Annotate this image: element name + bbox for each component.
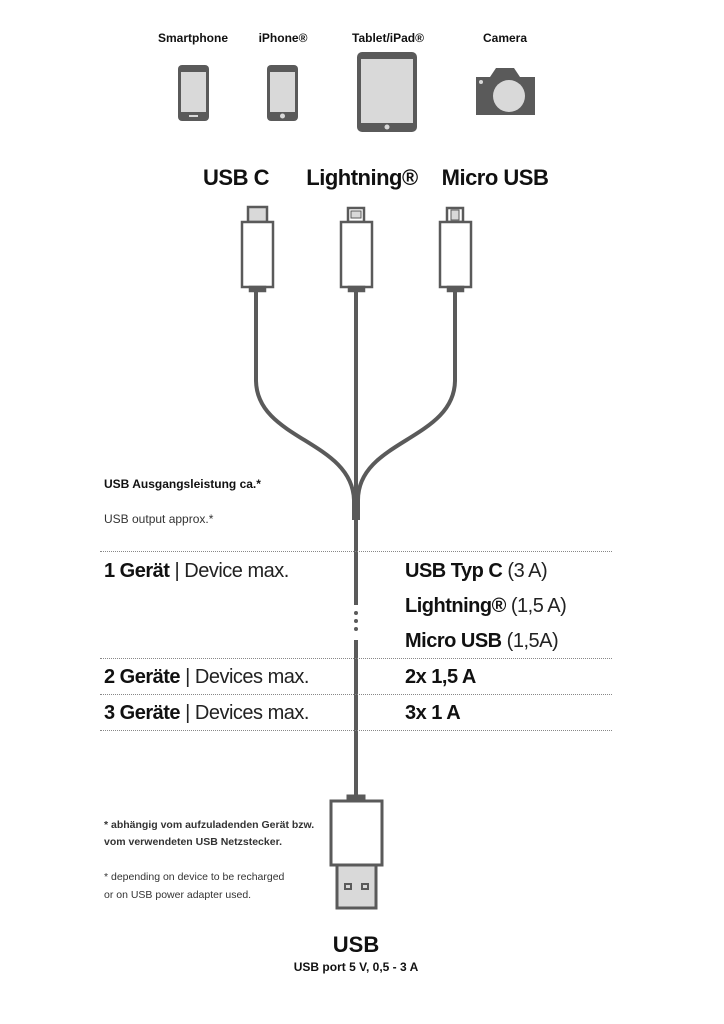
- usb-c-cable: [254, 290, 356, 520]
- usb-title: USB: [332, 932, 380, 957]
- iphone-icon: [267, 65, 298, 121]
- micro-usb-plug-icon: [438, 206, 473, 293]
- row-1-value-usb-c: USB Typ C (3 A): [405, 560, 548, 582]
- row-1-label: 1 Gerät | Device max.: [104, 560, 289, 582]
- device-label-camera: Camera: [482, 31, 528, 45]
- divider: [100, 658, 612, 659]
- footnote-de-line-1: * abhängig vom aufzuladenden Gerät bzw.: [104, 819, 315, 831]
- connector-label-micro-usb: Micro USB: [441, 165, 549, 190]
- device-label-smartphone: Smartphone: [157, 31, 229, 45]
- connector-label-lightning: Lightning®: [306, 165, 418, 190]
- row-3-label: 3 Geräte | Devices max.: [104, 702, 309, 724]
- device-label-tablet: Tablet/iPad®: [352, 31, 424, 45]
- footnote-en-line-1: * depending on device to be recharged: [104, 871, 285, 883]
- connector-label-usb-c: USB C: [203, 165, 269, 190]
- micro-usb-cable: [356, 290, 457, 520]
- footnote-en-line-2: or on USB power adapter used.: [104, 889, 252, 901]
- cables: [254, 290, 457, 800]
- output-heading-en: USB output approx.*: [104, 512, 214, 526]
- usb-a-plug-icon: [329, 794, 384, 910]
- camera-icon: [476, 68, 535, 115]
- divider: [100, 694, 612, 695]
- tablet-icon: [357, 52, 417, 132]
- cable-break-dots: [354, 611, 358, 631]
- footnote-de-line-2: vom verwendeten USB Netzstecker.: [104, 836, 282, 848]
- usb-c-plug-icon: [240, 205, 275, 293]
- lightning-plug-icon: [339, 206, 374, 293]
- row-1-value-micro-usb: Micro USB (1,5A): [405, 630, 559, 652]
- usb-spec: USB port 5 V, 0,5 - 3 A: [293, 960, 419, 974]
- divider: [100, 551, 612, 552]
- output-heading-de: USB Ausgangsleistung ca.*: [104, 477, 261, 491]
- device-label-iphone: iPhone®: [258, 31, 308, 45]
- row-3-value: 3x 1 A: [405, 702, 461, 724]
- divider: [100, 730, 612, 731]
- smartphone-icon: [178, 65, 209, 121]
- row-2-label: 2 Geräte | Devices max.: [104, 666, 309, 688]
- row-1-value-lightning: Lightning® (1,5 A): [405, 595, 567, 617]
- row-2-value: 2x 1,5 A: [405, 666, 476, 688]
